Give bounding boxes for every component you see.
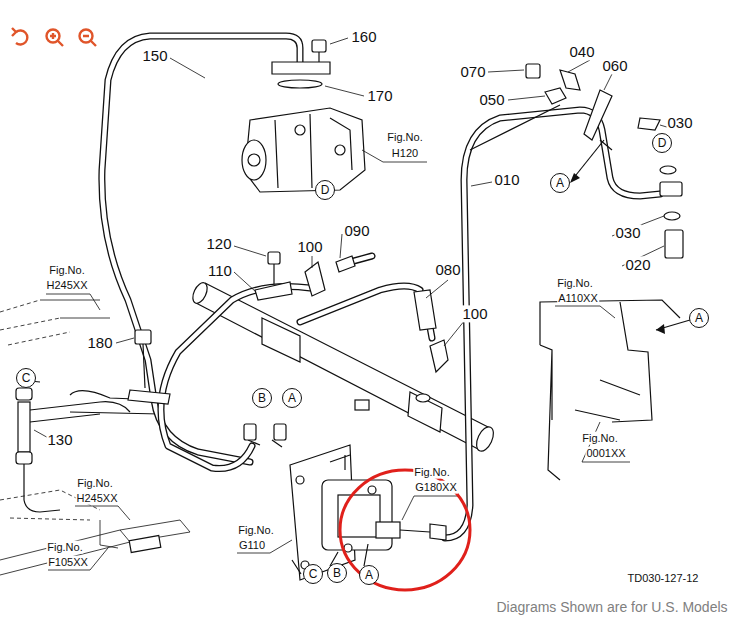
callout-number: 160 — [350, 28, 377, 45]
callout-number: 010 — [493, 171, 520, 188]
callout-number: 120 — [205, 235, 232, 252]
circle-letter: B — [258, 392, 266, 404]
figure-label: Fig.No. — [556, 277, 593, 290]
toolbar-icons — [12, 28, 96, 46]
clamp-180 — [128, 330, 170, 404]
hose-130 — [16, 388, 160, 512]
callout-number: 030 — [666, 114, 693, 131]
circle-letter: C — [309, 568, 318, 580]
callout-circle: B — [327, 563, 347, 583]
callout-circle: C — [303, 564, 323, 584]
callout-number: 110 — [207, 262, 233, 279]
circle-letter: D — [658, 137, 667, 149]
figure-label: TD030-127-12 — [627, 572, 700, 585]
circle-letter: C — [22, 372, 31, 384]
axle-shaft — [190, 280, 497, 453]
circle-letter: A — [365, 569, 373, 581]
callout-number: 100 — [296, 238, 323, 255]
figure-label: Fig.No. — [48, 264, 85, 277]
figure-label: H245XX — [76, 492, 119, 505]
callout-circle: D — [315, 180, 335, 200]
figure-label: Fig.No. — [76, 477, 113, 490]
callout-circle: C — [16, 368, 36, 388]
callout-number: 040 — [568, 43, 595, 60]
callout-number: 150 — [141, 47, 168, 64]
callout-number: 100 — [461, 305, 488, 322]
figure-label: G180XX — [414, 481, 458, 494]
callout-number: 050 — [478, 91, 505, 108]
callout-circle: D — [652, 133, 672, 153]
figure-label: Fig.No. — [46, 541, 83, 554]
callout-circle: A — [359, 565, 379, 585]
callout-number: 080 — [434, 261, 461, 278]
pipe-tubes — [102, 36, 660, 538]
callout-number: 070 — [459, 63, 486, 80]
callout-number: 090 — [343, 222, 370, 239]
fittings — [255, 64, 683, 372]
figure-label: F105XX — [47, 556, 89, 569]
circle-letter: A — [288, 392, 296, 404]
figure-label: Fig.No. — [581, 432, 618, 445]
callout-number: 170 — [366, 87, 393, 104]
figure-label: A110XX — [557, 292, 599, 305]
callout-number: 180 — [86, 334, 113, 351]
leader-lines — [34, 38, 670, 570]
figure-label: H245XX — [46, 279, 89, 292]
figure-label: Fig.No. — [386, 131, 423, 144]
circle-letter: A — [695, 312, 703, 324]
figure-label: Fig.No. — [413, 466, 450, 479]
figure-label: G110 — [238, 539, 266, 552]
circle-letter: A — [556, 177, 564, 189]
callout-number: 030 — [614, 224, 641, 241]
callout-circle: A — [282, 388, 302, 408]
pump-h120 — [242, 40, 365, 192]
highlight-circle — [340, 470, 470, 590]
figure-label: H120 — [391, 147, 419, 160]
callout-circle: B — [252, 388, 272, 408]
figure-label: 0001XX — [585, 447, 626, 460]
callout-circle: A — [689, 308, 709, 328]
callout-number: 020 — [624, 256, 651, 273]
figure-label: Diagrams Shown are for U.S. Models — [495, 599, 728, 615]
bracket-a110xx — [20, 140, 690, 574]
callout-number: 130 — [46, 431, 73, 448]
callout-circle: A — [550, 173, 570, 193]
callout-number: 060 — [601, 57, 628, 74]
circle-letter: B — [333, 567, 341, 579]
figure-label: Fig.No. — [237, 524, 274, 537]
circle-letter: D — [321, 184, 330, 196]
